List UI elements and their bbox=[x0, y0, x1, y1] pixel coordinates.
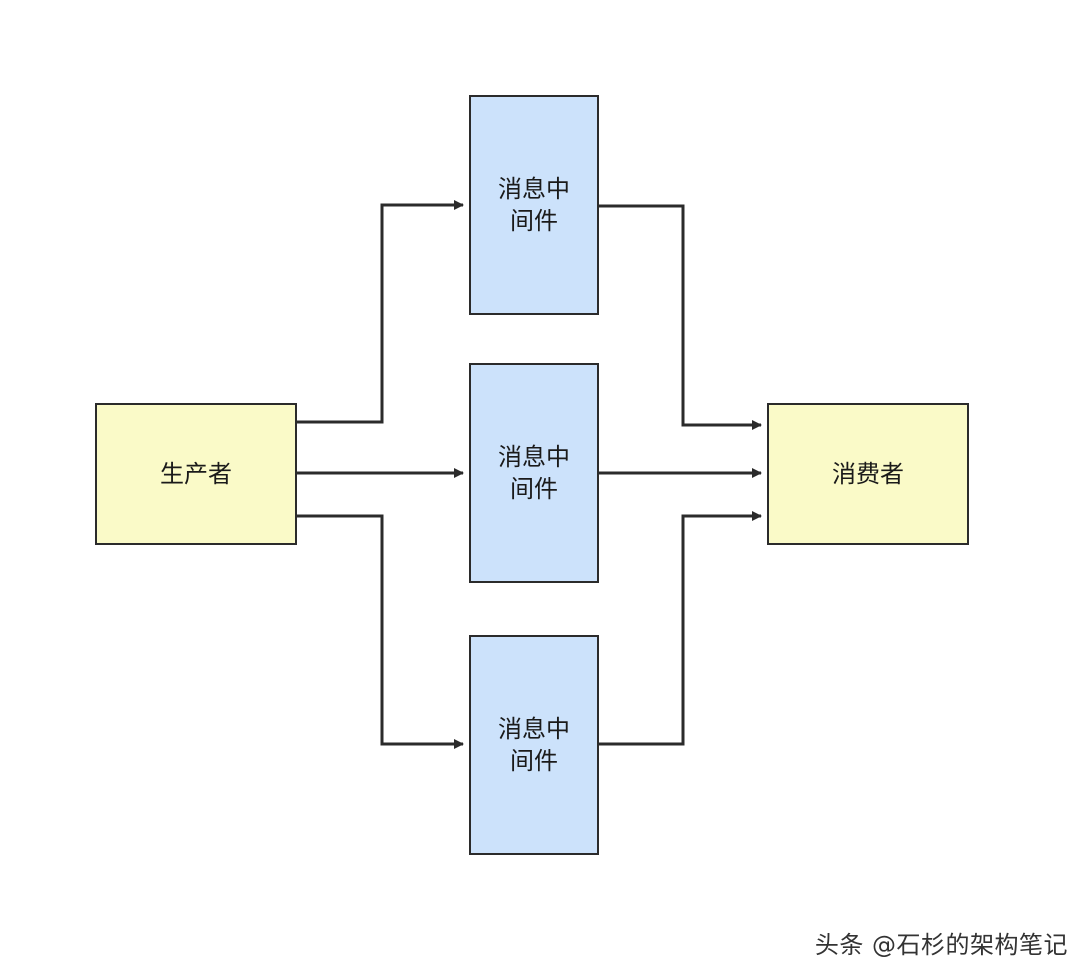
middleware-node-3: 消息中间件 bbox=[469, 635, 599, 855]
producer-label: 生产者 bbox=[160, 460, 232, 488]
middleware-label-1: 消息中间件 bbox=[498, 175, 570, 235]
edge-producer-to-middleware-1 bbox=[297, 200, 464, 424]
middleware-label-3: 消息中间件 bbox=[498, 715, 570, 775]
edge-middleware-3-to-consumer bbox=[599, 511, 762, 746]
middleware-node-2: 消息中间件 bbox=[469, 363, 599, 583]
producer-node: 生产者 bbox=[95, 403, 297, 545]
middleware-node-1: 消息中间件 bbox=[469, 95, 599, 315]
watermark-text: 头条 @石杉的架构笔记 bbox=[814, 931, 1068, 959]
middleware-label-2: 消息中间件 bbox=[498, 443, 570, 503]
edge-producer-to-middleware-3 bbox=[297, 514, 464, 749]
consumer-label: 消费者 bbox=[832, 460, 904, 488]
consumer-node: 消费者 bbox=[767, 403, 969, 545]
edge-middleware-1-to-consumer bbox=[599, 204, 762, 430]
